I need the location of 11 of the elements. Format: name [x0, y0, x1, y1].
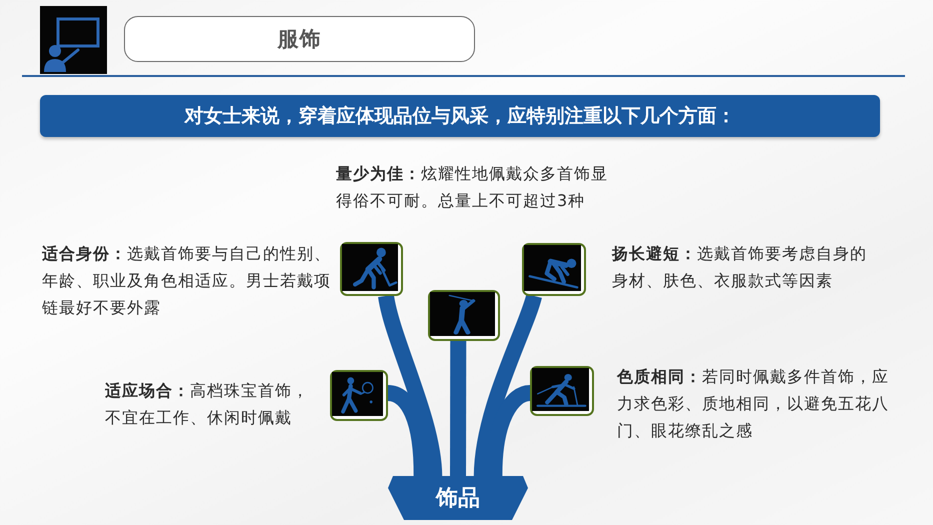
description-text: 色质相同：若同时佩戴多件首饰，应力求色彩、质地相同，以避免五花八门、眼花缭乱之感: [617, 366, 890, 442]
description-text: 扬长避短：选戴首饰要考虑自身的身材、肤色、衣服款式等因素: [612, 243, 868, 292]
curved-band-connector: [474, 294, 542, 476]
description-text: 适合身份：选戴首饰要与自己的性别、年龄、职业及角色相适应。男士若戴项链最好不要外露: [42, 243, 332, 319]
description-text: 适应场合：高档珠宝首饰，不宜在工作、休闲时佩戴: [105, 380, 310, 429]
plaque-label: 饰品: [436, 485, 480, 513]
curved-band-connector: [378, 294, 442, 476]
banner: [40, 95, 880, 137]
page-title: 服饰: [278, 26, 322, 53]
banner-text: 对女士来说，穿着应体现品位与风采，应特别注重以下几个方面：: [184, 104, 736, 129]
description-text: 量少为佳：炫耀性地佩戴众多首饰显得俗不可耐。总量上不可超过3种: [336, 163, 609, 212]
